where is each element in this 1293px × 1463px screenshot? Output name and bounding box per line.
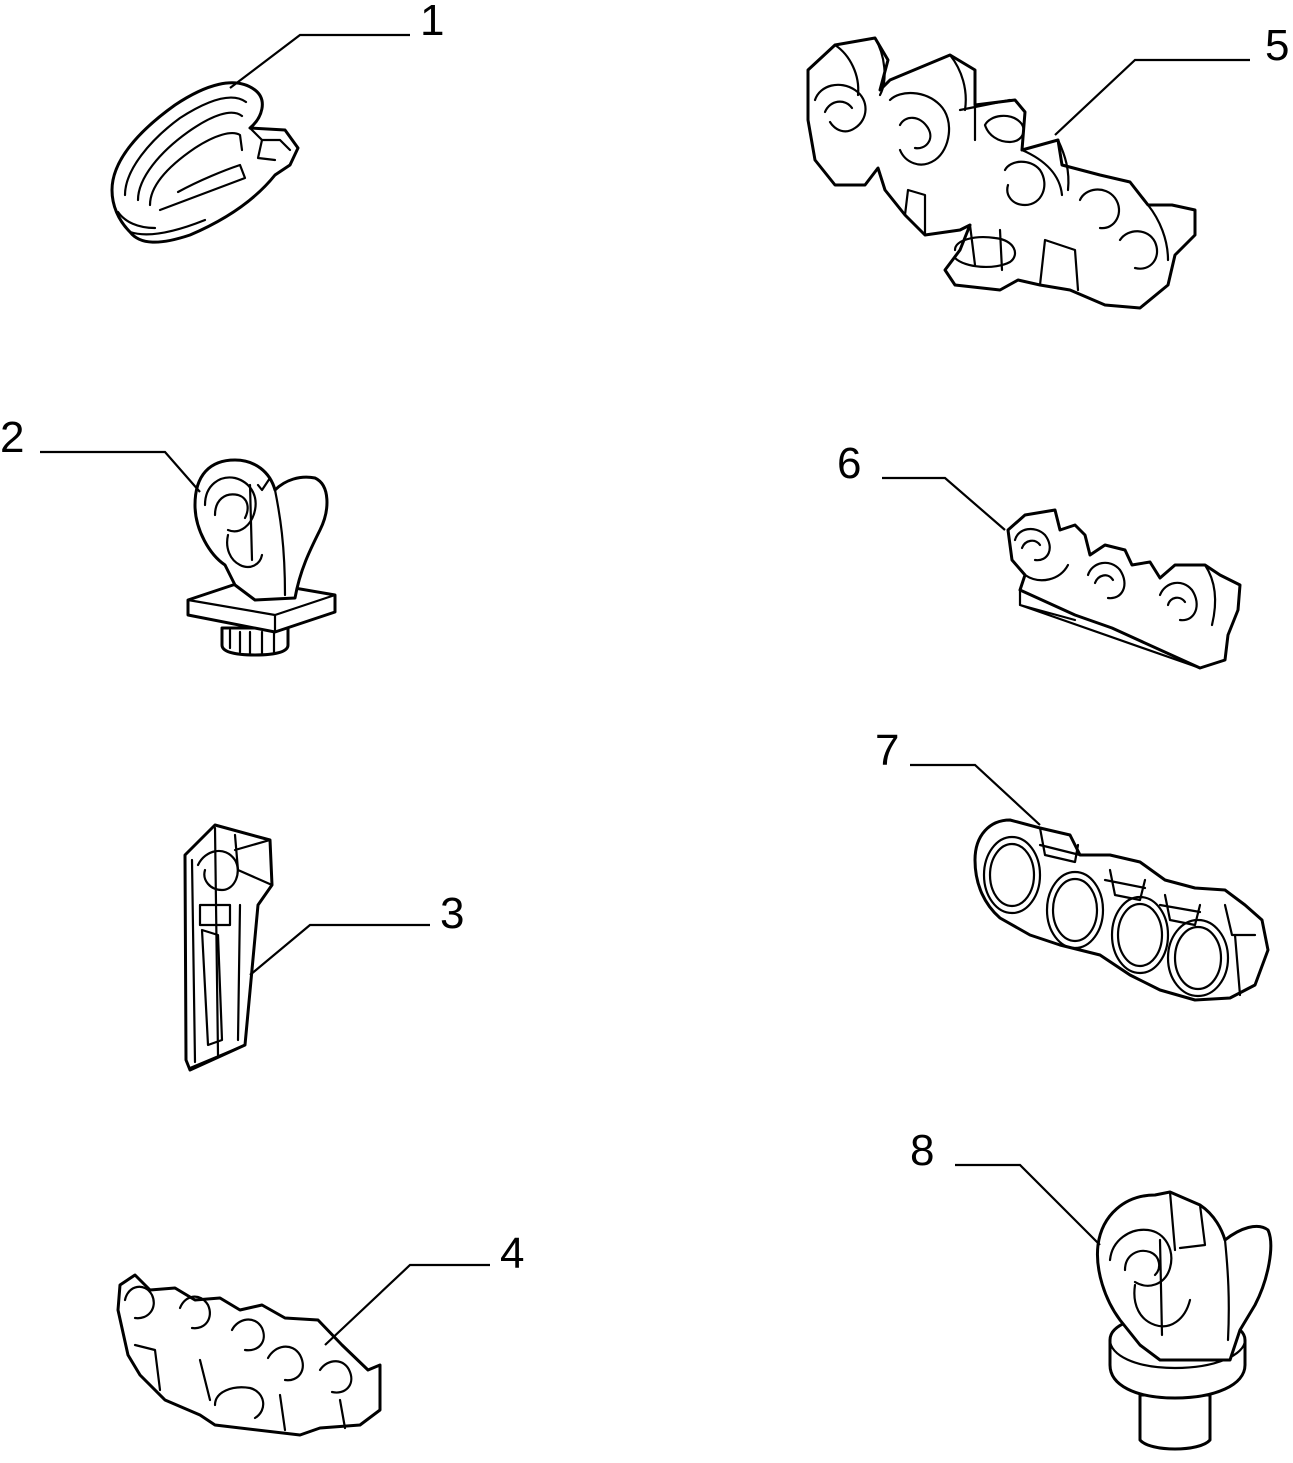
callout-2: 2 [0, 413, 24, 462]
callout-8: 8 [910, 1126, 934, 1175]
part-7-quad-ring-holder [973, 818, 1270, 1002]
leader-line-7 [910, 763, 1041, 826]
leader-line-2 [40, 450, 201, 493]
leader-line-4 [324, 1263, 490, 1346]
leader-line-5 [1054, 58, 1250, 136]
callout-6: 6 [837, 439, 861, 488]
leader-line-3 [249, 923, 430, 976]
callout-4: 4 [500, 1229, 524, 1278]
part-2-push-clip [186, 458, 337, 657]
part-3-strip-clip [183, 823, 274, 1072]
part-5-multi-clip-bracket [806, 36, 1197, 310]
part-1-cable-tie [110, 81, 300, 244]
callout-7: 7 [875, 726, 899, 775]
part-6-triple-clip-strip [1006, 508, 1242, 670]
callout-3: 3 [440, 889, 464, 938]
leader-line-8 [955, 1163, 1101, 1246]
leader-line-6 [882, 476, 1006, 531]
part-8-round-base-clip [1095, 1190, 1273, 1451]
callout-1: 1 [420, 0, 444, 45]
part-4-multi-pipe-holder [116, 1273, 382, 1437]
callout-5: 5 [1265, 21, 1289, 70]
leader-line-1 [229, 33, 410, 89]
